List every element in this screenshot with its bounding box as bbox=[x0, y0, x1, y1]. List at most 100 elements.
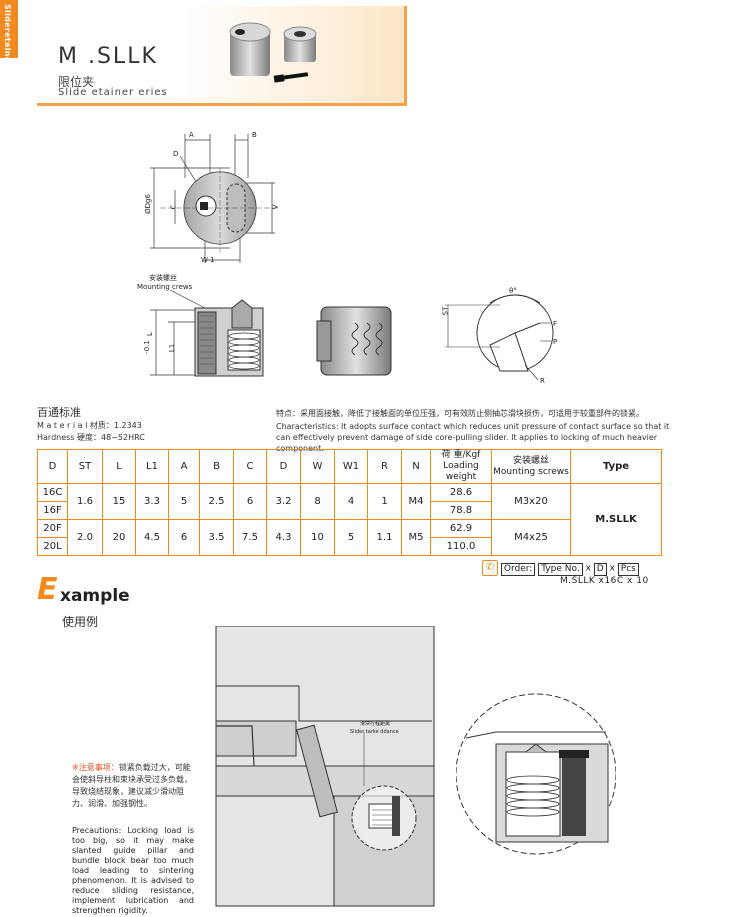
precautions-cn-body: 锁紧负载过大，可能会使斜导柱和束块承受过多负载，导致烧结现象，建议减少滑动阻力、… bbox=[72, 763, 192, 808]
product-photo bbox=[229, 22, 317, 83]
dim-d: D bbox=[173, 150, 179, 158]
cell-l1: 3.3 bbox=[135, 483, 169, 520]
side-tab: Slideretainer bbox=[0, 0, 18, 67]
top-view-drawing bbox=[150, 134, 280, 263]
callout-en: Slider tarke ddance bbox=[350, 729, 399, 735]
cell-screw: M4x25 bbox=[491, 519, 571, 556]
table-row: 16F 78.8 bbox=[37, 501, 662, 520]
table-row: 16C 1.6 15 3.3 5 2.5 6 3.2 8 4 1 M4 28.6… bbox=[37, 483, 662, 556]
cell-a: 5 bbox=[168, 483, 200, 520]
example-initial: E bbox=[37, 572, 58, 607]
th-n: N bbox=[401, 449, 431, 484]
cell-d: 16C bbox=[37, 483, 68, 502]
header-band bbox=[37, 6, 407, 106]
th-screws-en: Mounting screws bbox=[493, 466, 569, 477]
dim-b: B bbox=[252, 131, 257, 139]
th-l: L bbox=[102, 449, 136, 484]
dim-l-tol: -0.1 bbox=[142, 340, 151, 354]
warning-label: ※注意事项： bbox=[72, 763, 119, 772]
th-d2: D bbox=[266, 449, 301, 484]
th-w: W bbox=[300, 449, 335, 484]
cell-c: 7.5 bbox=[233, 519, 267, 556]
order-example: M.SLLK x16C x 10 bbox=[560, 576, 649, 586]
cell-type: M.SLLK bbox=[570, 483, 662, 556]
cell-r: 1.1 bbox=[367, 519, 402, 556]
table-row: 20L 110.0 bbox=[37, 537, 662, 556]
cell-w: 8 bbox=[300, 483, 335, 520]
dim-w1: W 1 bbox=[201, 256, 215, 264]
standard-title: 百通标准 bbox=[37, 406, 81, 419]
example-cn: 使用例 bbox=[62, 615, 99, 629]
order-d: D bbox=[593, 562, 607, 576]
cell-l: 15 bbox=[102, 483, 136, 520]
cell-l: 20 bbox=[102, 519, 136, 556]
dim-v: V bbox=[271, 204, 280, 210]
dim-f: F bbox=[553, 320, 558, 328]
cell-screw: M3x20 bbox=[491, 483, 571, 520]
th-l1: L1 bbox=[135, 449, 169, 484]
cell-d: 20L bbox=[37, 537, 68, 556]
dim-p: P bbox=[553, 338, 558, 346]
mount-label-en: Mounting crews bbox=[137, 283, 193, 291]
dim-c: C bbox=[169, 204, 178, 210]
cell-r: 1 bbox=[367, 483, 402, 520]
th-screws-cn: 安装螺丝 bbox=[512, 455, 549, 466]
order-x1: x bbox=[585, 563, 591, 574]
subtitle-en: Slide etainer eries bbox=[58, 87, 168, 98]
cell-a: 6 bbox=[168, 519, 200, 556]
example-title: xample bbox=[60, 586, 130, 606]
section-view-drawing bbox=[150, 290, 264, 377]
material-line: M a t e r i a l 材质：1.2343 bbox=[37, 421, 142, 430]
cell-w1: 5 bbox=[334, 519, 368, 556]
th-loading-cn: 荷 重/Kgf bbox=[441, 450, 481, 460]
dim-l1: L1 bbox=[168, 343, 177, 353]
th-type: Type bbox=[570, 449, 662, 484]
cell-d: 20F bbox=[37, 519, 68, 538]
th-c: C bbox=[233, 449, 267, 484]
cell-w1: 4 bbox=[334, 483, 368, 520]
dim-st: ST bbox=[441, 306, 450, 316]
order-label: Order: bbox=[500, 562, 536, 576]
order-pcs: Pcs bbox=[617, 562, 639, 576]
cell-d: 16F bbox=[37, 501, 68, 520]
cell-b: 2.5 bbox=[199, 483, 234, 520]
th-b: B bbox=[199, 449, 234, 484]
dim-theta: θ° bbox=[509, 287, 517, 295]
characteristics-en: Characteristics: It adopts surface conta… bbox=[276, 422, 670, 453]
mount-label-cn: 安装螺丝 bbox=[149, 274, 177, 282]
cell-w: 10 bbox=[300, 519, 335, 556]
cell-l1: 4.5 bbox=[135, 519, 169, 556]
example-detail-drawing bbox=[456, 693, 616, 855]
th-a: A bbox=[168, 449, 200, 484]
precautions-en: Precautions: Locking load is too big, so… bbox=[72, 826, 194, 915]
cell-b: 3.5 bbox=[199, 519, 234, 556]
order-type-no: Type No. bbox=[538, 562, 583, 576]
cell-c: 6 bbox=[233, 483, 267, 520]
order-line: ✆ Order: Type No. x D x Pcs bbox=[482, 560, 639, 576]
dim-r: R bbox=[540, 377, 545, 385]
th-st: ST bbox=[67, 449, 103, 484]
dim-a: A bbox=[189, 131, 194, 139]
characteristics-cn: 特点：采用面接触，降低了接触面的单位压强，可有效防止侧抽芯滑块损伤，可适用于较重… bbox=[276, 409, 644, 418]
cell-load: 110.0 bbox=[430, 537, 492, 556]
cell-n: M4 bbox=[401, 483, 431, 520]
precautions-cn: ※注意事项：锁紧负载过大，可能会使斜导柱和束块承受过多负载，导致烧结现象，建议减… bbox=[72, 762, 194, 810]
dim-od: ØDg6 bbox=[143, 194, 152, 214]
cell-d2: 3.2 bbox=[266, 483, 301, 520]
cell-st: 2.0 bbox=[67, 519, 103, 556]
th-w1: W1 bbox=[334, 449, 368, 484]
cell-n: M5 bbox=[401, 519, 431, 556]
cell-load: 62.9 bbox=[430, 519, 492, 538]
th-d: D bbox=[37, 449, 68, 484]
cell-load: 78.8 bbox=[430, 501, 492, 520]
page-title: M .SLLK bbox=[58, 44, 158, 69]
table-row: 20F 2.0 20 4.5 6 3.5 7.5 4.3 10 5 1.1 M5… bbox=[37, 519, 662, 556]
th-r: R bbox=[367, 449, 402, 484]
cell-d2: 4.3 bbox=[266, 519, 301, 556]
slide-view-drawing bbox=[316, 306, 392, 376]
hardness-line: Hardness 硬度：48~52HRC bbox=[37, 433, 145, 442]
